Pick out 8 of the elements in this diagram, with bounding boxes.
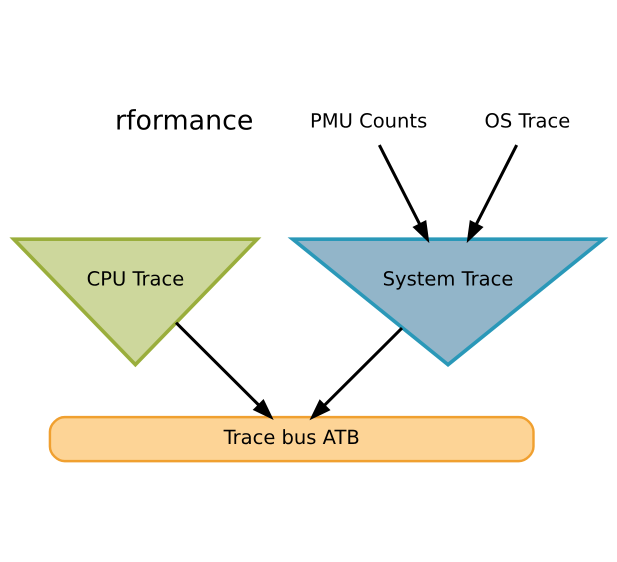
node-box: Trace bus ATB	[48, 416, 535, 462]
arrow	[309, 327, 404, 420]
node-text: OS Trace	[484, 110, 570, 133]
arrow	[378, 144, 430, 244]
node-text: PMU Counts	[310, 110, 428, 133]
arrow	[466, 144, 518, 244]
label: rformance	[115, 106, 254, 137]
arrow	[174, 322, 274, 420]
